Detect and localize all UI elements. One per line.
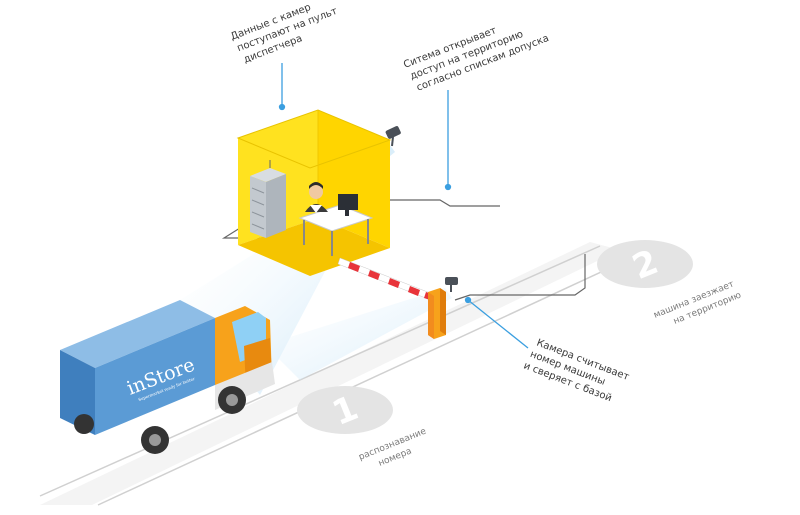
server-rack <box>250 160 286 238</box>
barrier-gate <box>337 257 446 339</box>
annotation-camera-to-console: Данные с камер поступают на пульт диспет… <box>229 2 339 66</box>
annotation-system-access: Ситема открывает доступ на территорию со… <box>402 25 550 93</box>
pointer-dot-system <box>444 183 452 191</box>
booth-camera <box>385 126 401 147</box>
step-caption-1: распознавание номера <box>357 426 428 468</box>
pointer-lines <box>278 63 529 349</box>
step-circle-1: 1 <box>297 386 393 434</box>
barrier-camera <box>445 277 458 292</box>
pointer-dot-booth <box>278 103 286 111</box>
annotation-camera-reads: Камера считывает номер машины и сверяет … <box>522 338 631 405</box>
delivery-truck <box>60 300 275 454</box>
pointer-dot-barrier <box>464 296 472 304</box>
road <box>39 242 641 506</box>
operator-desk <box>298 194 374 256</box>
step-caption-2: машина заезжает на территорию <box>652 279 743 326</box>
step-circle-2: 2 <box>597 240 693 288</box>
operator-person <box>305 182 328 213</box>
